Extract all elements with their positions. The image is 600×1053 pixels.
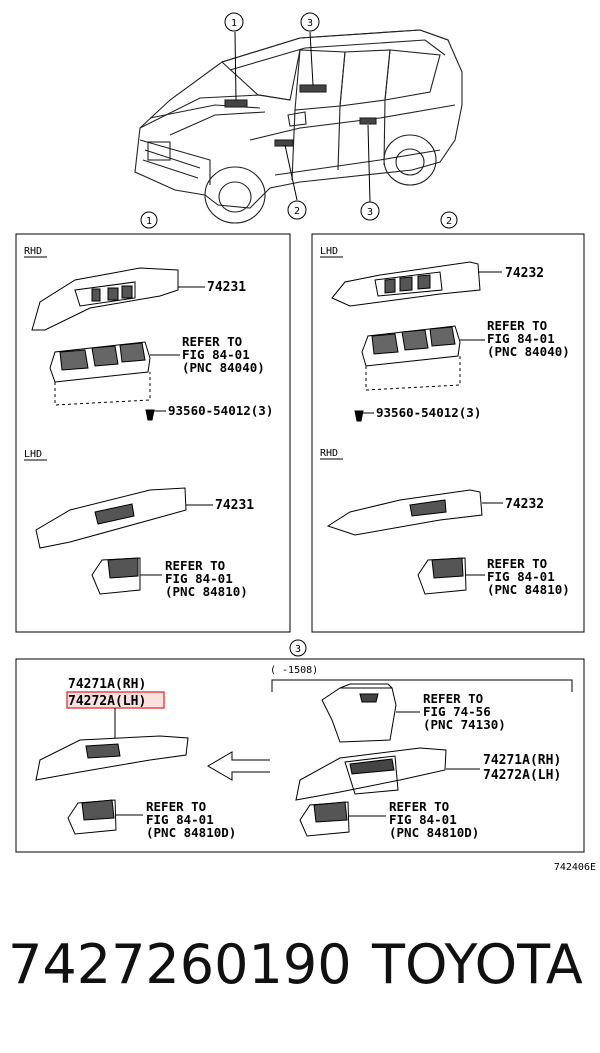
panel3-refer-right-3: (PNC 84810D) (389, 825, 479, 840)
panel3-part-rh: 74271A(RH) (68, 677, 146, 692)
section-marker-1: 1 (146, 216, 152, 227)
panel2-screw (354, 410, 374, 422)
panel3-refer-right-2: FIG 84-01 (389, 812, 457, 827)
callout-2: 2 (294, 206, 300, 217)
panel1-switch-assembly (49, 341, 180, 406)
panel3-trim-left (35, 735, 189, 781)
panel2-screw-part: 93560-54012(3) (376, 405, 481, 420)
panel3-refer-top-right-1: REFER TO (423, 691, 483, 706)
panel1-lhd-label: LHD (24, 449, 42, 460)
panel3-part-right-rh: 74271A(RH) (483, 753, 561, 768)
panel3-trim-right (295, 747, 480, 801)
panel1-refer-bottom-2: FIG 84-01 (165, 571, 233, 586)
vehicle-illustration (134, 29, 463, 224)
panel3-bezel (321, 683, 420, 743)
panel-3: 74271A(RH) 74272A(LH) REFER TO FIG 84-01… (15, 658, 585, 853)
panel2-switch-bottom (417, 557, 485, 595)
panel2-part-bottom: 74232 (505, 497, 544, 512)
panel1-refer-top-2: FIG 84-01 (182, 347, 250, 362)
panel1-trim-bottom (35, 487, 213, 549)
panel1-screw (145, 409, 166, 421)
panel3-refer-right-1: REFER TO (389, 799, 449, 814)
panel2-refer-top-3: (PNC 84040) (487, 344, 570, 359)
panel3-date-range: ( -1508) (270, 665, 318, 676)
panel3-switch-left (67, 799, 143, 835)
panel2-trim-bottom (326, 489, 503, 536)
vehicle-callouts: 1 3 2 3 (224, 12, 380, 221)
panel2-rhd-label: RHD (320, 448, 338, 459)
panel2-refer-bottom-3: (PNC 84810) (487, 582, 570, 597)
callout-3-bottom: 3 (367, 207, 373, 218)
panel3-part-right-lh: 74272A(LH) (483, 768, 561, 783)
callout-3-top: 3 (307, 18, 313, 29)
panel3-refer-left-2: FIG 84-01 (146, 812, 214, 827)
callout-1: 1 (231, 18, 237, 29)
brand-name: TOYOTA (372, 933, 583, 996)
exploded-parts-diagram: 1 3 2 3 1 2 3 RHD 74231 (15, 12, 596, 873)
panel1-trim-top (31, 267, 205, 331)
section-marker-3: 3 (295, 644, 301, 655)
panel1-refer-bottom-1: REFER TO (165, 558, 225, 573)
panel1-refer-top-3: (PNC 84040) (182, 360, 265, 375)
panel1-rhd-label: RHD (24, 246, 42, 257)
panel3-part-lh-highlighted: 74272A(LH) (68, 694, 146, 709)
panel1-screw-part: 93560-54012(3) (168, 403, 273, 418)
panel2-refer-top-2: FIG 84-01 (487, 331, 555, 346)
panel1-refer-top-1: REFER TO (182, 334, 242, 349)
supersession-arrow (207, 751, 270, 781)
panel1-switch-bottom (91, 557, 162, 595)
part-number: 7427260190 (8, 933, 352, 996)
panel2-refer-top-1: REFER TO (487, 318, 547, 333)
panel3-switch-right (299, 801, 386, 837)
panel2-lhd-label: LHD (320, 246, 338, 257)
panel3-refer-top-right-2: FIG 74-56 (423, 704, 491, 719)
panel2-trim-top (331, 261, 502, 307)
figure-code: 742406E (554, 862, 596, 873)
panel1-refer-bottom-3: (PNC 84810) (165, 584, 248, 599)
panel2-part-top: 74232 (505, 266, 544, 281)
panel-1: RHD 74231 REFER TO FIG 84-01 (PNC 84040)… (15, 233, 291, 633)
section-marker-2: 2 (446, 216, 452, 227)
panel1-part-bottom: 74231 (215, 498, 254, 513)
panel-2: LHD 74232 REFER TO FIG 84-01 (PNC 84040)… (311, 233, 585, 633)
panel2-switch-assembly (361, 325, 485, 391)
panel2-refer-bottom-1: REFER TO (487, 556, 547, 571)
panel3-refer-left-1: REFER TO (146, 799, 206, 814)
panel1-part-top: 74231 (207, 280, 246, 295)
panel3-refer-top-right-3: (PNC 74130) (423, 717, 506, 732)
panel3-refer-left-3: (PNC 84810D) (146, 825, 236, 840)
panel2-refer-bottom-2: FIG 84-01 (487, 569, 555, 584)
